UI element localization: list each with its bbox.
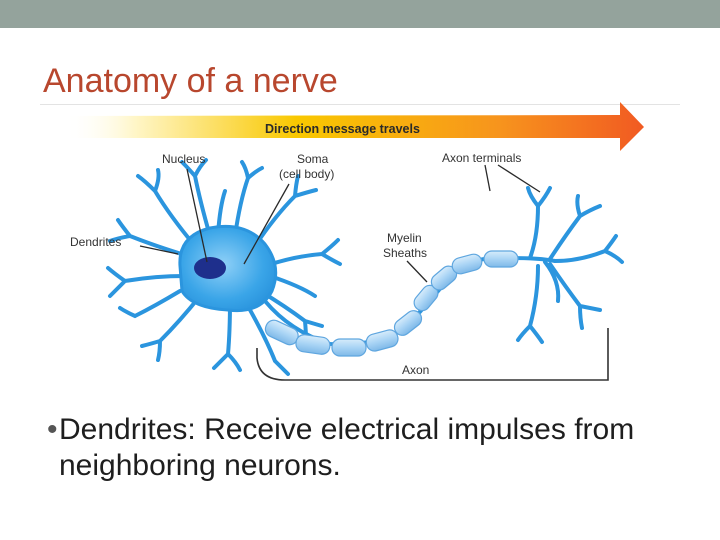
top-accent-bar xyxy=(0,0,720,28)
label-myelin: Myelin xyxy=(387,231,422,245)
label-axon: Axon xyxy=(402,363,429,377)
label-pointers xyxy=(139,164,541,283)
direction-label: Direction message travels xyxy=(265,122,420,136)
label-axon-terminals: Axon terminals xyxy=(442,151,521,165)
label-nucleus: Nucleus xyxy=(162,152,205,166)
label-soma-sub: (cell body) xyxy=(279,167,334,181)
bullet-text: Dendrites: Receive electrical impulses f… xyxy=(59,413,635,482)
label-dendrites: Dendrites xyxy=(70,235,121,249)
axon-terminals xyxy=(516,186,624,344)
neuron-diagram: Direction message travels xyxy=(60,96,660,386)
title-divider xyxy=(40,104,680,105)
direction-arrow xyxy=(65,102,644,151)
myelin-sheaths xyxy=(264,250,519,357)
slide-title: Anatomy of a nerve xyxy=(43,62,338,100)
bullet-marker: • xyxy=(47,413,58,446)
bullet-point: • Dendrites: Receive electrical impulses… xyxy=(47,412,697,484)
nucleus xyxy=(194,257,226,279)
label-soma: Soma xyxy=(297,152,329,166)
axon-bracket xyxy=(256,328,609,381)
neuron-diagram-svg: Direction message travels xyxy=(65,102,644,381)
label-sheaths: Sheaths xyxy=(383,246,427,260)
